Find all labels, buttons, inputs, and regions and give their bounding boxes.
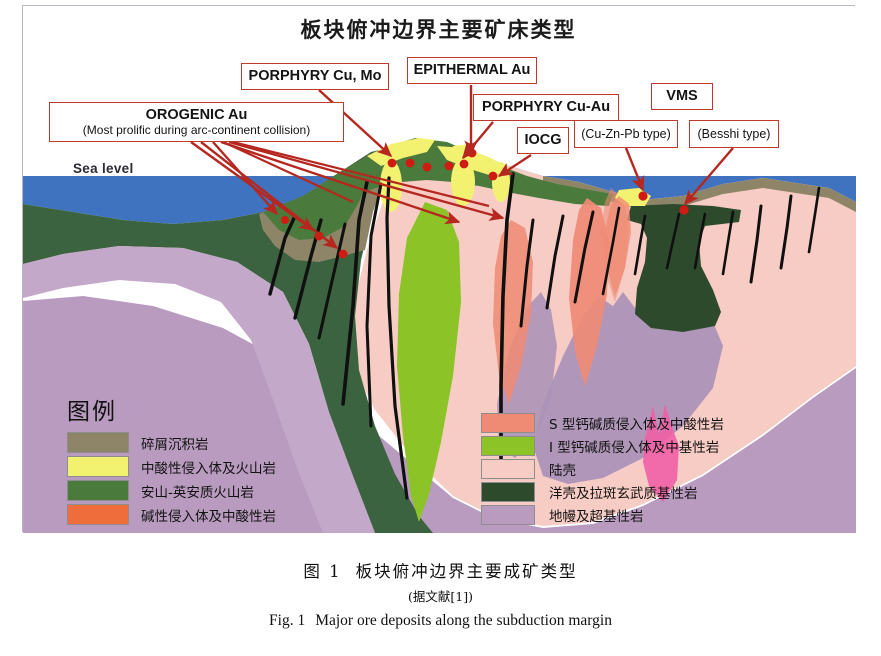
legend-label: I 型钙碱质侵入体及中基性岩 [549, 440, 720, 456]
arrow-orogenic-4 [220, 140, 461, 225]
callout-porphyry-cu-mo[interactable]: PORPHYRY Cu, Mo [241, 63, 389, 90]
legend-label: 碎屑沉积岩 [141, 436, 209, 453]
arrow-vms-besshi [684, 147, 734, 206]
ore-dot [338, 249, 348, 259]
fault-lines [268, 172, 821, 500]
alkaline-dike [643, 404, 679, 502]
legend-item: 中酸性侵入体及火山岩 [67, 455, 276, 478]
arrow-orogenic-3 [212, 141, 278, 216]
callout-label: EPITHERMAL Au [413, 62, 531, 79]
legend-item: 地幔及超基性岩 [481, 504, 724, 526]
callout-arrows [190, 85, 734, 249]
mantle-layer [23, 296, 856, 533]
ore-dot [387, 158, 397, 168]
legend-swatch [481, 505, 535, 525]
callout-label: PORPHYRY Cu-Au [481, 99, 611, 116]
arrow-orogenic-2 [200, 141, 339, 249]
arrow-iocg [497, 153, 532, 178]
caption-english-text: Major ore deposits along the subduction … [315, 612, 612, 629]
legend-label: 陆壳 [549, 463, 576, 479]
legend-swatch [67, 504, 129, 525]
callout-label: (Besshi type) [697, 126, 771, 141]
ore-dot [679, 205, 689, 215]
callout-label: OROGENIC Au [145, 107, 248, 124]
legend-item: 安山-英安质火山岩 [67, 479, 276, 502]
callout-vms-besshi-type[interactable]: (Besshi type) [689, 120, 779, 148]
legend-label: 中酸性侵入体及火山岩 [141, 460, 276, 477]
ore-dot [638, 191, 648, 201]
i-type-pluton [397, 202, 461, 522]
caption-english: Fig. 1 Major ore deposits along the subdu… [0, 612, 881, 630]
legend-swatch [481, 482, 535, 502]
arrow-porphyry-cu-au [462, 121, 494, 160]
caption-source: (据文献[1]) [408, 589, 473, 604]
legend-swatch [67, 456, 129, 477]
legend-item: 碱性侵入体及中酸性岩 [67, 503, 276, 526]
ore-dot [281, 216, 289, 224]
orogenic-connector-lines [218, 138, 490, 208]
legend-swatch [67, 432, 129, 453]
ocean-water [23, 140, 856, 224]
caption-chinese: 图 1 板块俯冲边界主要成矿类型 [0, 558, 881, 582]
caption-figure-number: 图 1 [303, 562, 342, 581]
ore-dot [422, 162, 432, 172]
callout-epithermal-au[interactable]: EPITHERMAL Au [407, 57, 537, 84]
callout-vms-cu-zn-pb-type[interactable]: (Cu-Zn-Pb type) [574, 120, 678, 148]
figure-frame: 板块俯冲边界主要矿床类型 Sea level PORPHYRY Cu, Mo O… [22, 5, 856, 533]
legend-swatch [67, 480, 129, 501]
felsic-cap-left [367, 138, 435, 166]
legend-item: S 型钙碱质侵入体及中酸性岩 [481, 412, 724, 434]
legend-item: 碎屑沉积岩 [67, 431, 276, 454]
callout-vms[interactable]: VMS [651, 83, 713, 110]
legend-swatch [481, 459, 535, 479]
legend-label: 洋壳及拉斑玄武质基性岩 [549, 486, 698, 502]
ore-dot [459, 159, 469, 169]
callout-label: (Cu-Zn-Pb type) [581, 126, 671, 141]
legend-column-left: 碎屑沉积岩 中酸性侵入体及火山岩 安山-英安质火山岩 碱性侵入体及中酸性岩 [67, 431, 276, 526]
legend-label: S 型钙碱质侵入体及中酸性岩 [549, 417, 724, 433]
legend-label: 安山-英安质火山岩 [141, 484, 254, 501]
callout-porphyry-cu-au[interactable]: PORPHYRY Cu-Au [473, 94, 619, 121]
ore-dot [444, 161, 454, 171]
arrow-porphyry-cu-mo [318, 89, 393, 157]
legend-item: I 型钙碱质侵入体及中基性岩 [481, 435, 724, 457]
legend-title: 图例 [67, 399, 117, 425]
callout-iocg[interactable]: IOCG [517, 127, 569, 154]
caption-chinese-text: 板块俯冲边界主要成矿类型 [355, 562, 578, 581]
felsic-stock-2 [451, 158, 475, 206]
callout-label: IOCG [524, 132, 562, 149]
callout-sublabel: (Most prolific during arc-continent coll… [82, 122, 311, 137]
arrow-orogenic-5 [228, 140, 505, 221]
legend-label: 碱性侵入体及中酸性岩 [141, 508, 276, 525]
cross-section-svg [23, 6, 856, 533]
backarc-s-type-plug [605, 196, 631, 296]
callout-label: VMS [666, 88, 698, 105]
ore-dot [314, 231, 324, 241]
cross-section-diagram [23, 6, 856, 533]
ore-dot [488, 171, 498, 181]
legend-swatch [481, 436, 535, 456]
legend-item: 洋壳及拉斑玄武质基性岩 [481, 481, 724, 503]
legend-swatch [481, 413, 535, 433]
slab-mantle-band [23, 246, 375, 533]
sea-level-label: Sea level [73, 161, 134, 176]
felsic-stock-3 [492, 162, 510, 202]
caption-figure-number-en: Fig. 1 [269, 612, 306, 629]
page-title: 板块俯冲边界主要矿床类型 [300, 18, 577, 42]
legend-label: 地幔及超基性岩 [549, 509, 644, 525]
arrow-vms-cuznpb [624, 147, 645, 192]
s-type-pluton-2 [569, 198, 609, 386]
callout-orogenic-au[interactable]: OROGENIC Au (Most prolific during arc-co… [49, 102, 344, 142]
legend-column-right: S 型钙碱质侵入体及中酸性岩 I 型钙碱质侵入体及中基性岩 陆壳 洋壳及拉斑玄武… [481, 412, 724, 526]
legend-item: 陆壳 [481, 458, 724, 480]
callout-label: PORPHYRY Cu, Mo [248, 68, 382, 85]
ore-dot [405, 158, 415, 168]
backarc-oceanic-crust [627, 204, 741, 332]
